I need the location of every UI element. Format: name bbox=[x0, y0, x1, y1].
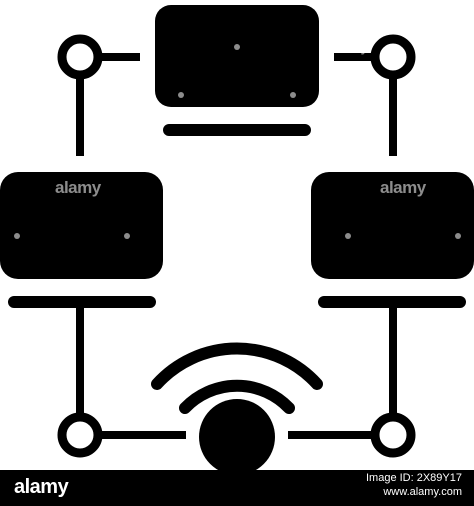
wifi-signal-arcs bbox=[151, 342, 323, 414]
watermark-dot bbox=[124, 233, 130, 239]
watermark-dot bbox=[290, 92, 296, 98]
site-url: www.alamy.com bbox=[383, 486, 462, 498]
monitor-top bbox=[155, 5, 319, 136]
footer-bar: alamy Image ID: 2X89Y17 www.alamy.com bbox=[0, 470, 474, 506]
footer-logo: alamy bbox=[14, 476, 69, 498]
network-wifi-icon bbox=[0, 5, 474, 470]
node-bottom-right bbox=[370, 412, 416, 458]
watermark-dot bbox=[234, 44, 240, 50]
monitor-left bbox=[0, 172, 163, 308]
watermark-dot bbox=[455, 233, 461, 239]
node-bottom-left bbox=[57, 412, 103, 458]
central-hub bbox=[199, 399, 275, 470]
connector-lines bbox=[76, 53, 397, 439]
node-top-left bbox=[57, 34, 103, 80]
watermark-dot bbox=[178, 92, 184, 98]
image-id-label: Image ID: 2X89Y17 bbox=[365, 472, 462, 484]
wifi-arc-outer bbox=[151, 342, 323, 390]
watermark-dot bbox=[345, 233, 351, 239]
node-top-right bbox=[370, 34, 416, 80]
monitor-right bbox=[311, 172, 474, 308]
wifi-arc-inner bbox=[179, 379, 295, 414]
footer-image-info: Image ID: 2X89Y17 www.alamy.com bbox=[366, 471, 462, 499]
node-circles bbox=[57, 34, 416, 458]
watermark-dot bbox=[14, 233, 20, 239]
